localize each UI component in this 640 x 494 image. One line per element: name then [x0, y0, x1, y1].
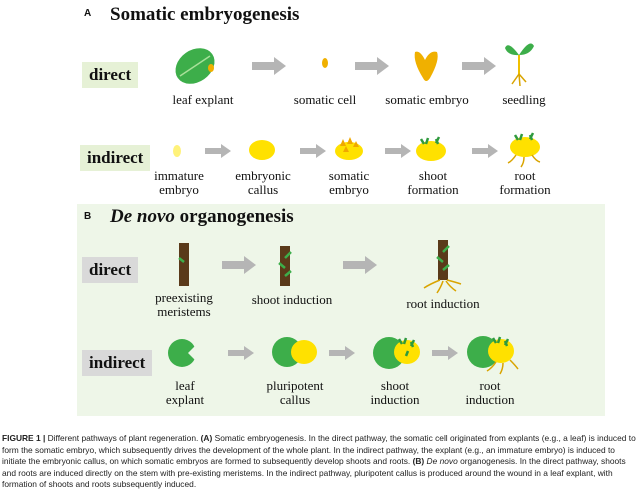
arrow-icon [329, 346, 355, 360]
panel-b-title: De novo organogenesis [110, 206, 294, 228]
panel-a-tag: A [84, 8, 92, 19]
arrow-icon [355, 57, 389, 75]
caption-text-3: organogenesis. In the direct pathway, sh… [2, 456, 626, 489]
preexisting-meristem-stem-icon [178, 243, 189, 286]
arrow-icon [252, 57, 286, 75]
seedling-icon [505, 43, 534, 87]
label-leaf-explant-b: leaf explant [165, 378, 205, 407]
arrow-icon [300, 144, 326, 158]
arrow-icon [222, 256, 256, 274]
panel-a [77, 0, 605, 203]
label-somatic-embryo: somatic embryo [385, 92, 469, 107]
arrow-icon [205, 144, 231, 158]
label-preexisting-meristems: preexisting meristems [155, 290, 213, 319]
label-somatic-cell: somatic cell [293, 92, 357, 107]
arrow-icon [385, 144, 411, 158]
label-shoot-formation: shoot formation [407, 168, 459, 197]
shoot-induction-stem-icon [278, 246, 292, 286]
label-shoot-induction-b: shoot induction [370, 378, 420, 407]
arrow-icon [462, 57, 496, 75]
leaf-explant-wound-icon [168, 339, 196, 367]
label-seedling: seedling [502, 92, 546, 107]
arrow-icon [343, 256, 377, 274]
somatic-embryo-icon [414, 51, 438, 81]
panel-b-direct-badge: direct [82, 257, 139, 283]
root-induction-stem-icon [423, 240, 462, 294]
caption-text-1: Different pathways of plant regeneration… [45, 433, 201, 443]
panel-b [77, 204, 605, 416]
panel-a-direct-badge: direct [82, 62, 139, 88]
caption-a-mark: (A) [200, 433, 213, 443]
label-root-induction-b: root induction [465, 378, 515, 407]
panel-b-title-rest: organogenesis [174, 206, 294, 227]
arrow-icon [228, 346, 254, 360]
caption-b-mark: (B) [412, 456, 425, 466]
shoot-formation-icon [416, 136, 446, 161]
immature-embryo-icon [173, 145, 181, 157]
figure-caption: FIGURE 1 | Different pathways of plant r… [2, 433, 638, 491]
panel-a-indirect-badge: indirect [80, 145, 151, 171]
label-embryonic-callus: embryonic callus [235, 168, 291, 197]
panel-b-indirect-badge: indirect [82, 350, 153, 376]
label-root-formation: root formation [499, 168, 551, 197]
arrow-icon [472, 144, 498, 158]
caption-figure-label: FIGURE 1 | [2, 433, 46, 443]
label-leaf-explant: leaf explant [172, 92, 234, 107]
shoot-induction-callus-icon [373, 337, 420, 369]
arrow-icon [432, 346, 458, 360]
pluripotent-callus-icon [272, 337, 317, 367]
label-pluripotent-callus: pluripotent callus [266, 378, 324, 407]
label-somatic-embryo-indirect: somatic embryo [328, 168, 370, 197]
diagram-artwork [168, 43, 541, 375]
somatic-cell-icon [322, 58, 328, 68]
label-shoot-induction: shoot induction [251, 292, 333, 307]
label-root-induction: root induction [406, 296, 480, 311]
panel-b-title-italic: De novo [110, 206, 175, 227]
root-formation-icon [507, 132, 541, 168]
root-induction-callus-icon [467, 336, 519, 375]
panel-a-title: Somatic embryogenesis [110, 4, 300, 25]
somatic-embryo-callus-icon [335, 137, 363, 160]
embryonic-callus-icon [249, 140, 275, 160]
panel-b-tag: B [84, 211, 92, 222]
caption-b-italic: De novo [424, 456, 458, 466]
caption-text-2: Somatic embryogenesis. In the direct pat… [2, 433, 636, 466]
label-immature-embryo: immature embryo [154, 168, 204, 197]
leaf-explant-icon [175, 48, 215, 84]
